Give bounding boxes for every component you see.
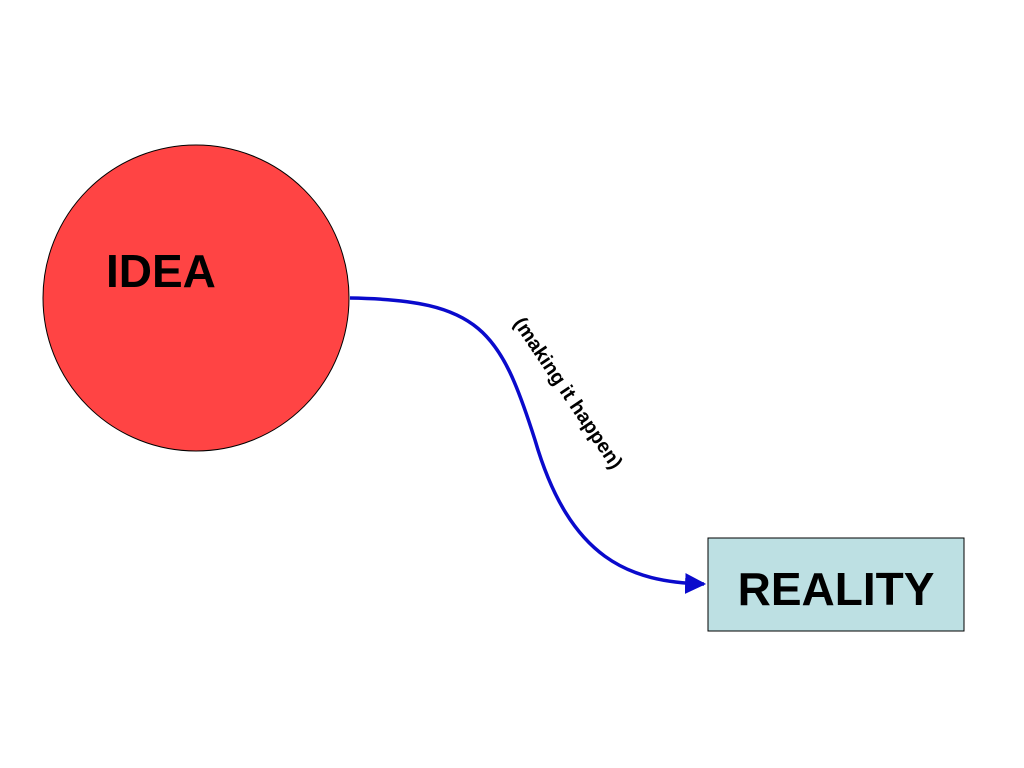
reality-label: REALITY — [738, 563, 935, 615]
reality-box — [707, 537, 965, 632]
idea-node: IDEA — [42, 144, 350, 452]
idea-circle — [42, 144, 350, 452]
reality-node: REALITY — [707, 537, 965, 632]
idea-label: IDEA — [106, 245, 216, 297]
connector-arrow — [349, 296, 707, 594]
connector: (making it happen) — [349, 296, 707, 594]
connector-label: (making it happen) — [509, 313, 627, 473]
